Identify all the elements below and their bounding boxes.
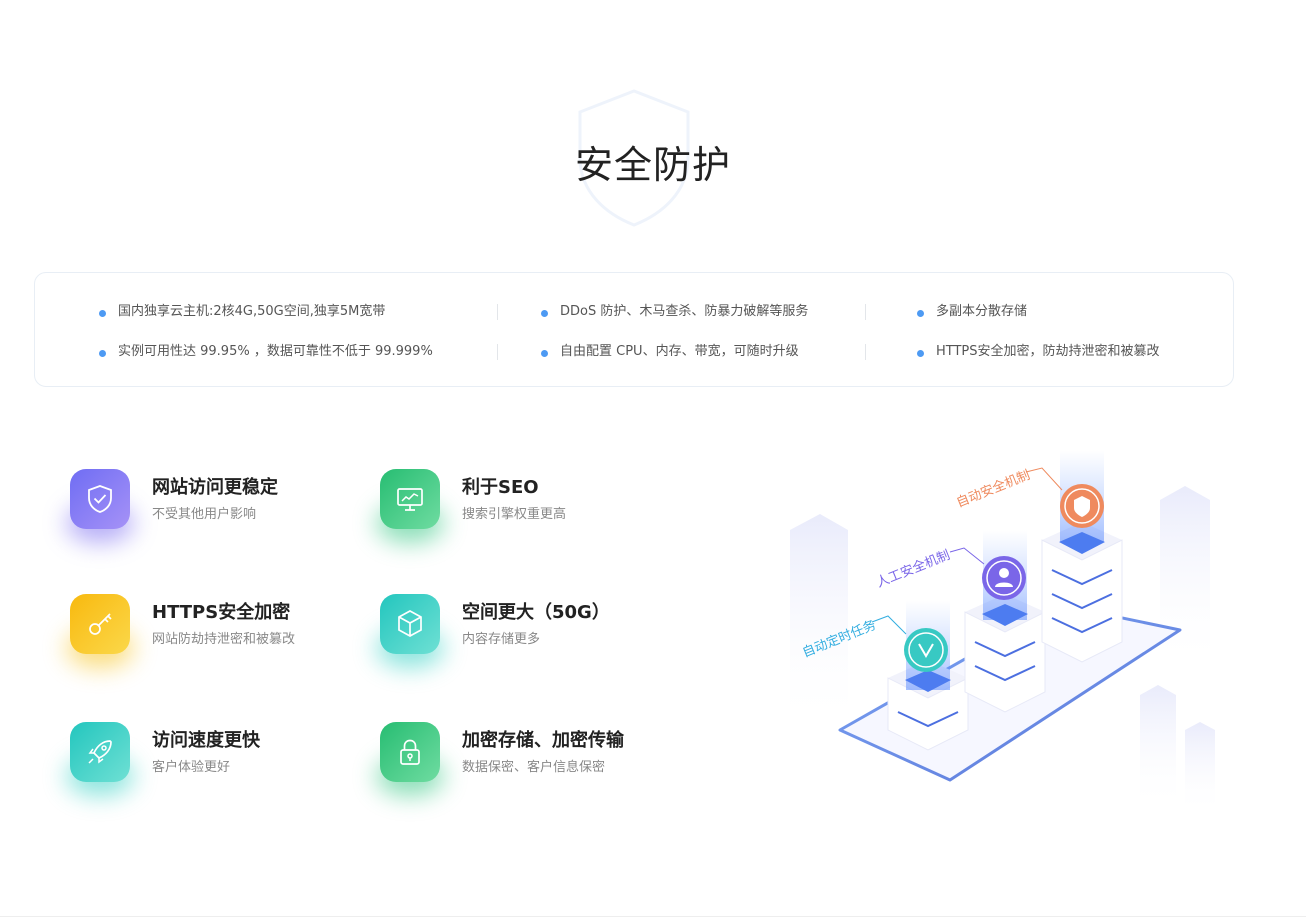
feature-desc: 网站防劫持泄密和被篡改 xyxy=(152,632,296,647)
cube-icon xyxy=(380,594,440,654)
feature-desc: 搜索引擎权重更高 xyxy=(462,507,567,522)
feature-desc: 客户体验更好 xyxy=(152,760,231,775)
monitor-chart-icon xyxy=(380,469,440,529)
spec-item: 实例可用性达 99.95% ，数据可靠性不低于 99.999% xyxy=(99,344,433,359)
feature-https: HTTPS安全加密 网站防劫持泄密和被篡改 xyxy=(66,594,370,674)
spec-item: DDoS 防护、木马查杀、防暴力破解等服务 xyxy=(540,304,809,319)
feature-desc: 数据保密、客户信息保密 xyxy=(462,760,606,775)
feature-desc: 不受其他用户影响 xyxy=(152,507,257,522)
divider xyxy=(497,304,498,320)
shield-check-icon xyxy=(70,469,130,529)
footer-divider xyxy=(0,916,1306,917)
feature-encryption: 加密存储、加密传输 数据保密、客户信息保密 xyxy=(376,722,680,802)
feature-title: 利于SEO xyxy=(462,477,539,498)
spec-panel: 国内独享云主机:2核4G,50G空间,独享5M宽带 DDoS 防护、木马查杀、防… xyxy=(34,272,1234,387)
feature-stable-access: 网站访问更稳定 不受其他用户影响 xyxy=(66,469,370,549)
feature-speed: 访问速度更快 客户体验更好 xyxy=(66,722,370,802)
key-icon xyxy=(70,594,130,654)
feature-title: 加密存储、加密传输 xyxy=(462,730,624,751)
feature-title: 空间更大（50G） xyxy=(462,602,610,623)
feature-title: 访问速度更快 xyxy=(152,730,260,751)
isometric-servers-icon xyxy=(790,450,1215,815)
shield-watermark-icon xyxy=(578,89,690,227)
hero-section: 安全防护 xyxy=(0,0,1306,250)
spec-item: 自由配置 CPU、内存、带宽，可随时升级 xyxy=(541,344,799,359)
feature-desc: 内容存储更多 xyxy=(462,632,541,647)
spec-item: 国内独享云主机:2核4G,50G空间,独享5M宽带 xyxy=(98,304,386,319)
feature-seo: 利于SEO 搜索引擎权重更高 xyxy=(376,469,680,549)
spec-item: 多副本分散存储 xyxy=(916,304,1028,319)
lock-icon xyxy=(380,722,440,782)
spec-item: HTTPS安全加密，防劫持泄密和被篡改 xyxy=(917,344,1160,359)
divider xyxy=(865,344,866,360)
server-illustration: 自动安全机制 人工安全机制 自动定时任务 xyxy=(760,430,1240,830)
divider xyxy=(865,304,866,320)
rocket-icon xyxy=(70,722,130,782)
divider xyxy=(497,344,498,360)
feature-title: HTTPS安全加密 xyxy=(152,602,291,623)
feature-title: 网站访问更稳定 xyxy=(152,477,278,498)
page-title: 安全防护 xyxy=(574,143,731,187)
feature-space: 空间更大（50G） 内容存储更多 xyxy=(376,594,680,674)
